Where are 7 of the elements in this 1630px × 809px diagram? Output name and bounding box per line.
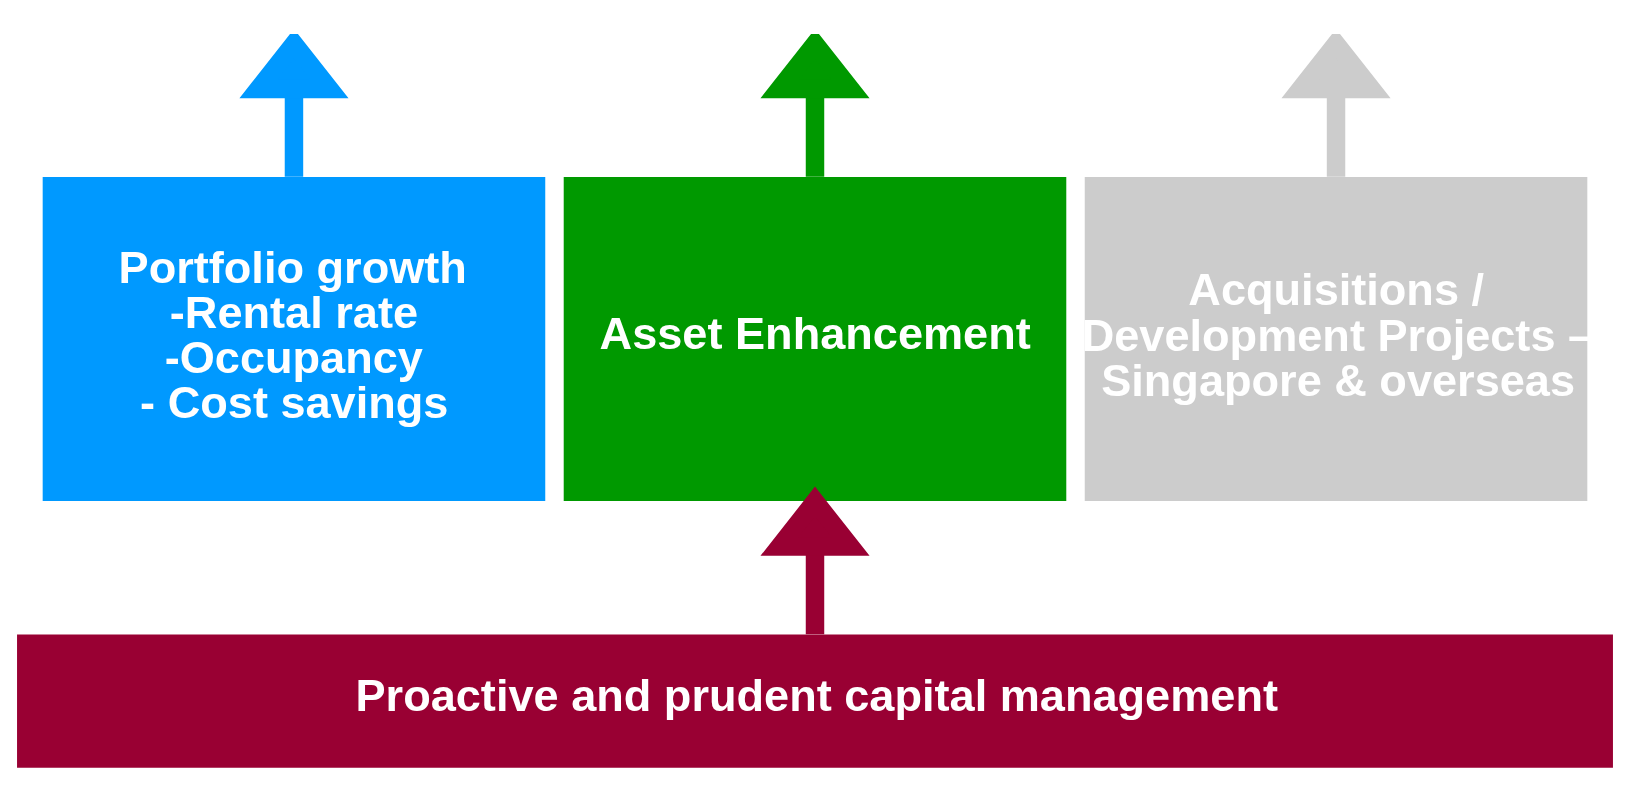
- arrow: [239, 33, 349, 177]
- arrow: [760, 33, 870, 177]
- node-box: Proactive and prudent capital management: [17, 633, 1613, 768]
- arrow: [1281, 33, 1391, 177]
- node-box: Portfolio growth -Rental rate -Occupancy - Cost savings: [42, 176, 546, 501]
- arrow: [760, 486, 870, 634]
- node-box: Asset Enhancement: [563, 176, 1067, 501]
